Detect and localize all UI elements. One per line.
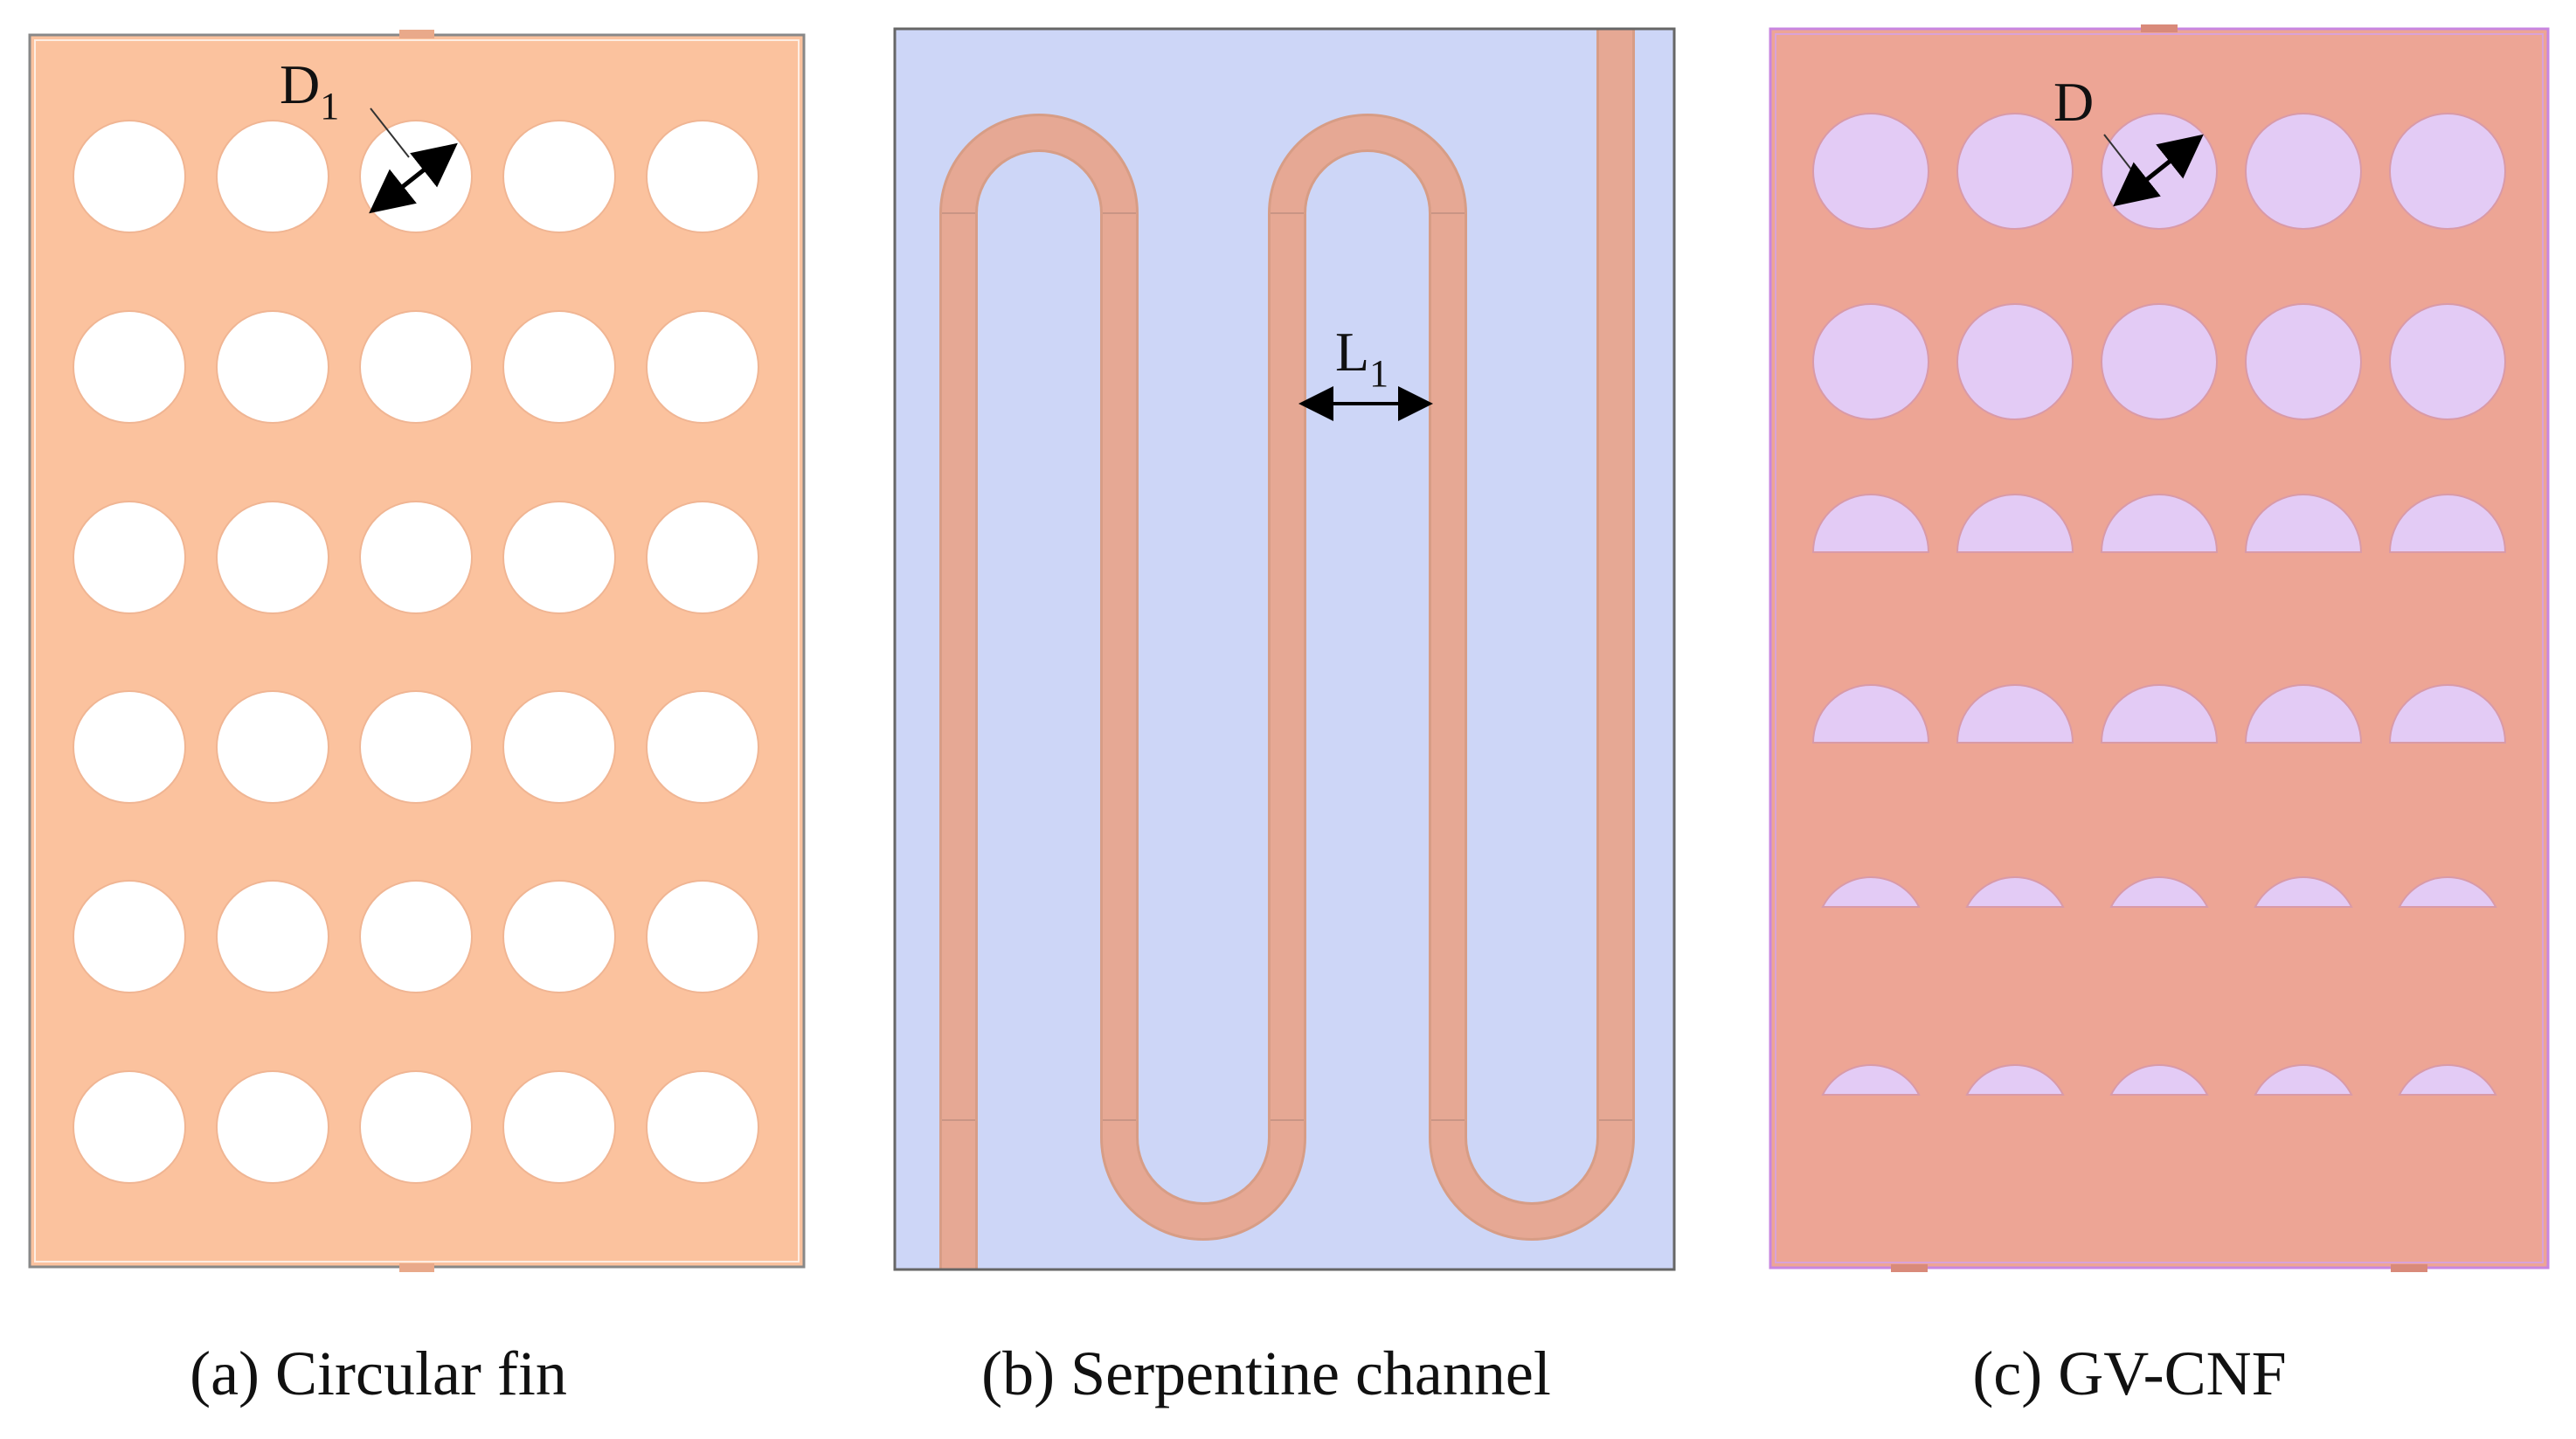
serpentine-channel-fill — [942, 29, 1632, 1270]
fin-hole-a — [646, 310, 759, 424]
fin-hole-c-circle — [1956, 303, 2074, 420]
fin-hole-a — [216, 1070, 329, 1184]
fin-hole-a — [646, 690, 759, 804]
fin-hole-c-segment — [2398, 876, 2497, 908]
fin-hole-a — [73, 1070, 186, 1184]
caption-a: (a) Circular fin — [190, 1339, 567, 1408]
panel-b-border — [893, 27, 1676, 1271]
fin-plate-c-inner-edge — [1775, 33, 2544, 1263]
fin-hole-a — [73, 880, 186, 993]
panel-serpentine-channel: L1 — [893, 27, 1676, 1271]
fin-hole-c-circle — [2101, 303, 2218, 420]
panel-gv-cnf: D — [1769, 24, 2550, 1272]
fin-hole-a — [502, 880, 616, 993]
fin-hole-a — [359, 1070, 473, 1184]
dimension-label-a: D1 — [280, 53, 339, 128]
fin-hole-a — [216, 880, 329, 993]
fin-hole-c-circle — [2245, 303, 2362, 420]
caption-c: (c) GV-CNF — [1972, 1339, 2286, 1408]
diameter-arrow-c — [2113, 134, 2204, 207]
fin-hole-c-segment — [2398, 1064, 2497, 1096]
fin-hole-c-segment — [2254, 1064, 2353, 1096]
fin-hole-c-segment — [2254, 876, 2353, 908]
fin-plate-a-inner-edge — [34, 39, 800, 1263]
fin-hole-a — [502, 310, 616, 424]
fin-hole-a — [502, 501, 616, 614]
fin-hole-c-segment — [1811, 494, 1930, 553]
fin-hole-a — [646, 880, 759, 993]
fin-hole-c-segment — [2388, 494, 2507, 553]
fin-hole-c-segment — [1965, 1064, 2065, 1096]
fin-hole-c-segment — [2109, 1064, 2209, 1096]
fin-hole-a — [359, 880, 473, 993]
fin-hole-c-segment — [1965, 876, 2065, 908]
fin-hole-c-segment — [2244, 684, 2363, 744]
fin-hole-c-circle — [1812, 303, 1929, 420]
fin-hole-c-segment — [1956, 684, 2074, 744]
fin-hole-a — [216, 120, 329, 233]
fin-hole-a — [359, 690, 473, 804]
outlet-tab-a — [399, 1263, 434, 1272]
fin-hole-c-segment — [2244, 494, 2363, 553]
fin-hole-a — [359, 501, 473, 614]
fin-hole-a — [73, 120, 186, 233]
fin-hole-c-segment — [2100, 494, 2219, 553]
fin-hole-c-circle — [2245, 113, 2362, 230]
fin-hole-c-circle — [1812, 113, 1929, 230]
fin-hole-a — [502, 1070, 616, 1184]
fin-hole-c-segment — [1821, 876, 1921, 908]
diameter-arrow-a — [369, 142, 458, 214]
inlet-tab-a — [399, 30, 434, 38]
fin-hole-c-segment — [1811, 684, 1930, 744]
caption-b: (b) Serpentine channel — [981, 1339, 1551, 1408]
fin-plate-a — [28, 33, 806, 1269]
dimension-label-c: D — [2053, 71, 2094, 133]
dimension-label-b: L1 — [1335, 321, 1388, 395]
fin-hole-c-segment — [2109, 876, 2209, 908]
fin-hole-a — [646, 501, 759, 614]
fin-hole-a — [73, 310, 186, 424]
fin-hole-a — [73, 690, 186, 804]
fin-hole-a — [216, 690, 329, 804]
inlet-tab-c — [2141, 24, 2178, 32]
fin-hole-c-segment — [2100, 684, 2219, 744]
fin-hole-a — [359, 310, 473, 424]
fin-hole-a — [502, 690, 616, 804]
fin-hole-c-segment — [1821, 1064, 1921, 1096]
fin-hole-a — [216, 501, 329, 614]
outlet-tab-c-2 — [2391, 1264, 2427, 1272]
panel-circular-fin: D1 — [28, 30, 806, 1272]
fin-hole-a — [73, 501, 186, 614]
fin-hole-c-segment — [1956, 494, 2074, 553]
fin-hole-a — [646, 1070, 759, 1184]
fin-hole-a — [502, 120, 616, 233]
channel-segment-joints — [942, 212, 1632, 1121]
fin-hole-a — [216, 310, 329, 424]
fin-hole-c-circle — [2389, 113, 2506, 230]
outlet-tab-c-1 — [1891, 1264, 1928, 1272]
fin-hole-a — [646, 120, 759, 233]
fin-hole-c-segment — [2388, 684, 2507, 744]
fin-plate-c — [1769, 27, 2550, 1270]
fin-hole-c-circle — [2389, 303, 2506, 420]
fin-hole-c-circle — [1956, 113, 2074, 230]
